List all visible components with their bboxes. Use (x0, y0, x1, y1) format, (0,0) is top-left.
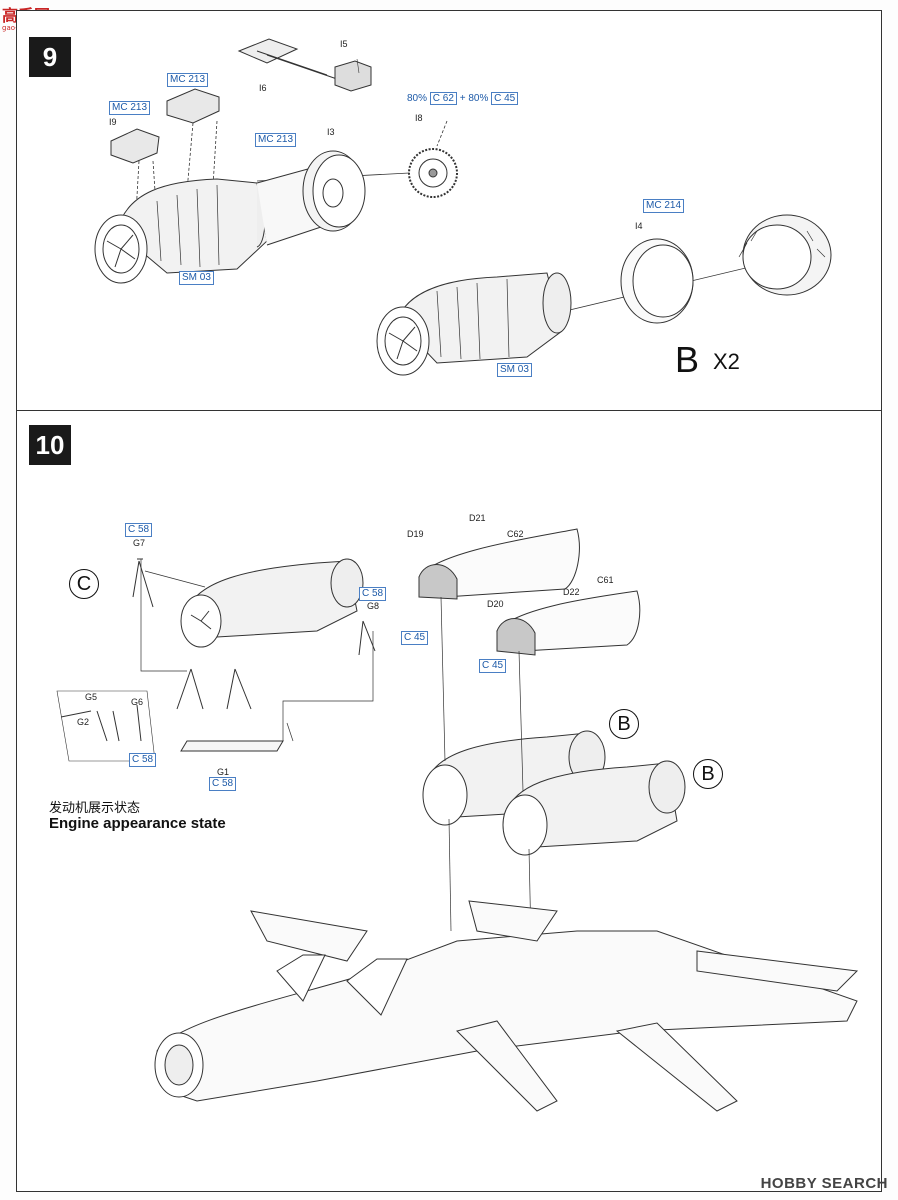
paint-tag: C 58 (125, 523, 153, 537)
engine-b-pair (422, 730, 686, 856)
step-number: 9 (29, 37, 71, 77)
step-9-panel: 9 (16, 10, 882, 412)
engine-b-callout: B (693, 759, 723, 789)
paint-percent: 80% (468, 93, 489, 104)
subassembly-label: B (675, 339, 700, 380)
part-label: G7 (133, 538, 146, 548)
paint-percent: 80% (407, 93, 428, 104)
part-label: C62 (507, 529, 524, 539)
display-stand-engine (56, 558, 376, 762)
paint-tag: C 58 (129, 753, 157, 767)
exhaust-nozzle (738, 214, 832, 296)
engine-b-callout: B (609, 709, 639, 739)
part-label: I8 (415, 113, 423, 123)
multiplier-label: X2 (713, 349, 740, 374)
part-label: I3 (327, 127, 335, 137)
part-label: I9 (109, 117, 117, 127)
paint-plus: + (459, 93, 466, 104)
engine-assembly-2 (376, 272, 572, 376)
paint-tag: SM 03 (179, 271, 214, 285)
paint-tag: C 45 (401, 631, 429, 645)
paint-tag: MC 213 (109, 101, 151, 115)
turbine-fan-i8 (408, 148, 458, 198)
part-label: G1 (217, 767, 230, 777)
step-number: 10 (29, 425, 71, 465)
part-label: D20 (487, 599, 504, 609)
ring-part-i4 (620, 238, 694, 324)
part-label: I6 (259, 83, 267, 93)
part-label: I4 (635, 221, 643, 231)
part-label: G8 (367, 601, 380, 611)
paint-tag: C 58 (209, 777, 237, 791)
step-10-drawing (56, 528, 859, 1112)
part-label: D19 (407, 529, 424, 539)
hobbysearch-watermark: HOBBY SEARCH (760, 1175, 888, 1192)
aircraft-rear-fuselage (154, 900, 859, 1112)
paint-code: C 62 (429, 92, 457, 105)
step-10-panel: 10 (16, 410, 882, 1192)
paint-code: C 45 (491, 92, 519, 105)
caption-chinese: 发动机展示状态 (49, 801, 141, 816)
part-label: G2 (77, 717, 90, 727)
part-label: D21 (469, 513, 486, 523)
paint-tag: SM 03 (497, 363, 532, 377)
part-label: I5 (340, 39, 348, 49)
callout-circle: C (69, 569, 99, 599)
step-9-drawing (94, 38, 832, 376)
engine-cowl-panels (418, 528, 641, 656)
ring-part-i3 (302, 150, 366, 232)
paint-mix-note: 80% C 62 + 80% C 45 (407, 92, 519, 105)
part-label: G5 (85, 692, 98, 702)
part-label: G6 (131, 697, 144, 707)
paint-tag: MC 213 (255, 133, 297, 147)
part-label: C61 (597, 575, 614, 585)
accessory-boxes (110, 88, 220, 164)
paint-tag: MC 213 (167, 73, 209, 87)
part-label: D22 (563, 587, 580, 597)
paint-tag: C 45 (479, 659, 507, 673)
paint-tag: MC 214 (643, 199, 685, 213)
bracket-part-i5-i6 (237, 38, 372, 92)
caption-english: Engine appearance state (49, 815, 226, 832)
paint-tag: C 58 (359, 587, 387, 601)
